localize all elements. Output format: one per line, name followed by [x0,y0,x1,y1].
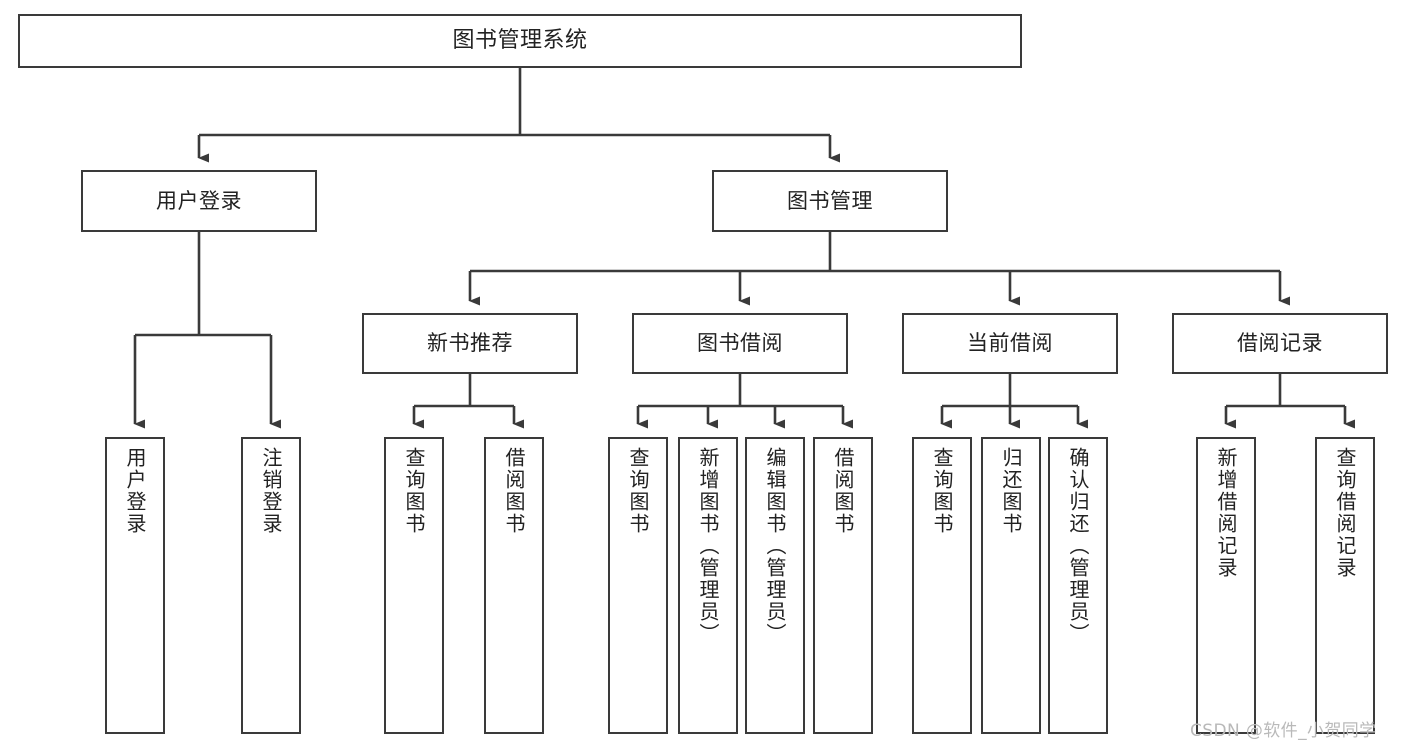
leaf-current-borrow-query-book[interactable]: 查询图书 [912,437,972,734]
node-current-borrow[interactable]: 当前借阅 [902,313,1118,374]
node-label: 图书管理系统 [452,28,588,54]
node-label: 查询图书 [930,447,954,535]
node-label: 注销登录 [259,447,283,535]
node-user-login[interactable]: 用户登录 [81,170,317,232]
node-label: 借阅图书 [502,447,526,535]
leaf-borrow-record-query-record[interactable]: 查询借阅记录 [1315,437,1375,734]
node-label: 借阅图书 [831,447,855,535]
node-label: 新增借阅记录 [1214,447,1238,579]
node-label: 图书管理 [787,188,873,213]
node-borrow-record[interactable]: 借阅记录 [1172,313,1388,374]
node-label: 查询图书 [402,447,426,535]
node-book-management[interactable]: 图书管理 [712,170,948,232]
node-label: 用户登录 [123,447,147,535]
watermark-csdn: CSDN @软件_小贺同学 [1190,721,1377,741]
node-label: 查询借阅记录 [1333,447,1357,579]
leaf-user-login-logout[interactable]: 注销登录 [241,437,301,734]
node-label: 新书推荐 [427,331,513,356]
leaf-new-book-borrow-book[interactable]: 借阅图书 [484,437,544,734]
leaf-book-borrow-borrow-book[interactable]: 借阅图书 [813,437,873,734]
leaf-book-borrow-add-book-admin[interactable]: 新增图书（管理员） [678,437,738,734]
leaf-book-borrow-query-book[interactable]: 查询图书 [608,437,668,734]
node-label: 借阅记录 [1237,331,1323,356]
node-new-book-recommend[interactable]: 新书推荐 [362,313,578,374]
node-label: 用户登录 [156,188,242,213]
leaf-new-book-query-book[interactable]: 查询图书 [384,437,444,734]
leaf-book-borrow-edit-book-admin[interactable]: 编辑图书（管理员） [745,437,805,734]
leaf-current-borrow-confirm-return-admin[interactable]: 确认归还（管理员） [1048,437,1108,734]
node-label: 查询图书 [626,447,650,535]
node-label: 新增图书（管理员） [696,447,720,645]
leaf-borrow-record-add-record[interactable]: 新增借阅记录 [1196,437,1256,734]
node-label: 当前借阅 [967,331,1053,356]
node-label: 归还图书 [999,447,1023,535]
node-book-borrow[interactable]: 图书借阅 [632,313,848,374]
node-label: 编辑图书（管理员） [763,447,787,645]
node-root-book-management-system[interactable]: 图书管理系统 [18,14,1022,68]
node-label: 图书借阅 [697,331,783,356]
leaf-user-login-login[interactable]: 用户登录 [105,437,165,734]
leaf-current-borrow-return-book[interactable]: 归还图书 [981,437,1041,734]
node-label: 确认归还（管理员） [1066,447,1090,645]
